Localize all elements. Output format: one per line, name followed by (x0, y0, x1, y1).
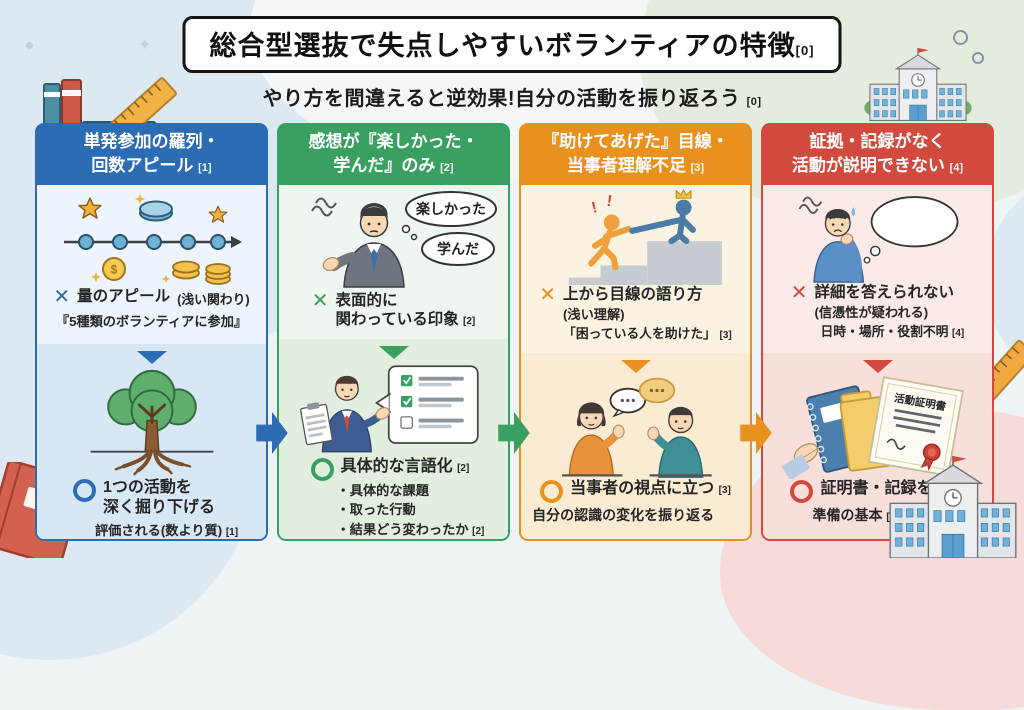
column1-header: 単発参加の羅列・ 回数アピール [1] (35, 123, 268, 185)
svg-text:!: ! (589, 199, 598, 217)
timeline-coins-illustration: $ (63, 194, 242, 285)
svg-text:$: $ (110, 263, 117, 277)
circle-icon (790, 480, 814, 503)
triangle-down-icon (136, 351, 167, 364)
circle-icon (540, 480, 564, 503)
conversation-illustration (561, 377, 712, 478)
column4-header: 証拠・記録がなく 活動が説明できない [4] (761, 123, 994, 185)
triangle-down-icon (378, 346, 409, 360)
columns-row: 単発参加の羅列・ 回数アピール [1] (35, 123, 994, 541)
page-subtitle: やり方を間違えると逆効果!自分の活動を振り返ろう [0] (262, 88, 762, 110)
column3-header: 『助けてあげた』目線・ 当事者理解不足 [3] (519, 123, 752, 185)
title-ref: [0] (795, 43, 815, 58)
svg-text:学んだ: 学んだ (437, 241, 479, 257)
school-building-icon (889, 456, 1017, 558)
cross-icon: ✕ (539, 284, 557, 306)
chevron-right-icon (740, 412, 772, 454)
circle-decoration (953, 30, 968, 45)
triangle-down-icon (862, 360, 893, 373)
checklist-man-illustration (299, 365, 479, 453)
sparkle-icon: ✦ (138, 37, 152, 54)
svg-text:楽しかった: 楽しかった (415, 201, 486, 217)
worried-person-illustration (798, 196, 958, 283)
cross-icon: ✕ (790, 282, 808, 304)
chevron-right-icon (256, 412, 288, 454)
cross-icon: ✕ (311, 290, 329, 312)
column-savior-perspective: 『助けてあげた』目線・ 当事者理解不足 [3] (519, 123, 752, 541)
school-building-icon (864, 48, 972, 121)
cross-icon: ✕ (53, 286, 71, 308)
chevron-right-icon (498, 412, 530, 454)
page-title: 総合型選抜で失点しやすいボランティアの特徴[0] (182, 16, 842, 73)
dot-decoration (26, 42, 33, 49)
circle-decoration (972, 52, 984, 64)
bad-example-quote: 『5種類のボランティアに参加』 (55, 314, 248, 329)
column-vague-impressions: 感想が『楽しかった・ 学んだ』のみ [2] (277, 123, 510, 541)
circle-icon (310, 458, 334, 482)
helping-up-stairs-illustration: ! ! (568, 188, 722, 285)
deep-root-tree-illustration (90, 369, 213, 476)
triangle-down-icon (620, 360, 651, 373)
column-single-participation: 単発参加の羅列・ 回数アピール [1] (35, 123, 268, 541)
shrugging-man-illustration: 楽しかった 学んだ (310, 191, 497, 288)
circle-icon (72, 479, 96, 502)
activity-certificate-illustration: 活動証明書 (780, 376, 964, 479)
svg-text:!: ! (605, 193, 613, 211)
column2-header: 感想が『楽しかった・ 学んだ』のみ [2] (277, 123, 510, 185)
title-text: 総合型選抜で失点しやすいボランティアの特徴 (209, 31, 796, 61)
